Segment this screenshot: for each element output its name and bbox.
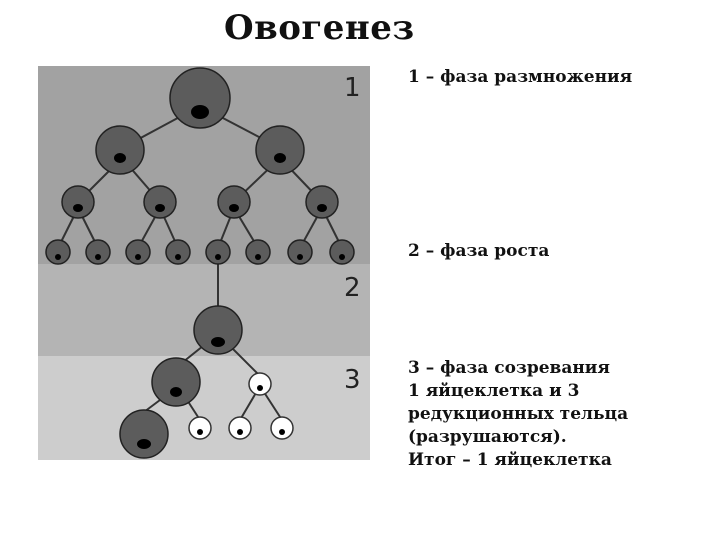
egg-cell <box>119 409 169 459</box>
oogonium-cell <box>143 185 177 219</box>
oogonium-cell <box>255 125 305 175</box>
phase-2-number: 2 <box>344 273 361 303</box>
phase-1-caption: 1 – фаза размножения <box>408 66 632 89</box>
oogonium-cell <box>217 185 251 219</box>
caption-line: 2 – фаза роста <box>408 241 550 261</box>
slide-title: Овогенез <box>224 8 415 48</box>
oogonium-cell <box>305 185 339 219</box>
oogonium-cell <box>245 239 271 265</box>
caption-line: (разрушаются). <box>408 427 567 447</box>
phase-3-band <box>38 356 370 460</box>
oogonium-cell <box>205 239 231 265</box>
oogonium-cell <box>287 239 313 265</box>
oogonium-cell <box>329 239 355 265</box>
oogonium-cell <box>95 125 145 175</box>
oogonium-cell <box>165 239 191 265</box>
caption-line: редукционных тельца <box>408 404 629 424</box>
caption-line: 1 яйцеклетка и 3 <box>408 381 580 401</box>
polar-body-cell <box>270 416 294 440</box>
polar-body-cell <box>188 416 212 440</box>
primary-oocyte-cell <box>193 305 243 355</box>
caption-line: 3 – фаза созревания <box>408 358 610 378</box>
secondary-oocyte-cell <box>151 357 201 407</box>
oogonium-cell <box>125 239 151 265</box>
oogonium-cell <box>61 185 95 219</box>
phase-2-caption: 2 – фаза роста <box>408 240 549 263</box>
caption-line: 1 – фаза размножения <box>408 67 633 87</box>
oogonium-cell <box>169 67 231 129</box>
phase-3-number: 3 <box>344 365 361 395</box>
phase-3-caption: 3 – фаза созревания 1 яйцеклетка и 3 ред… <box>408 357 628 472</box>
oogonium-cell <box>85 239 111 265</box>
phase-1-number: 1 <box>344 73 361 103</box>
polar-body-cell <box>248 372 272 396</box>
oogenesis-diagram: 1 2 3 <box>38 66 370 460</box>
polar-body-cell <box>228 416 252 440</box>
caption-line: Итог – 1 яйцеклетка <box>408 450 612 470</box>
oogonium-cell <box>45 239 71 265</box>
